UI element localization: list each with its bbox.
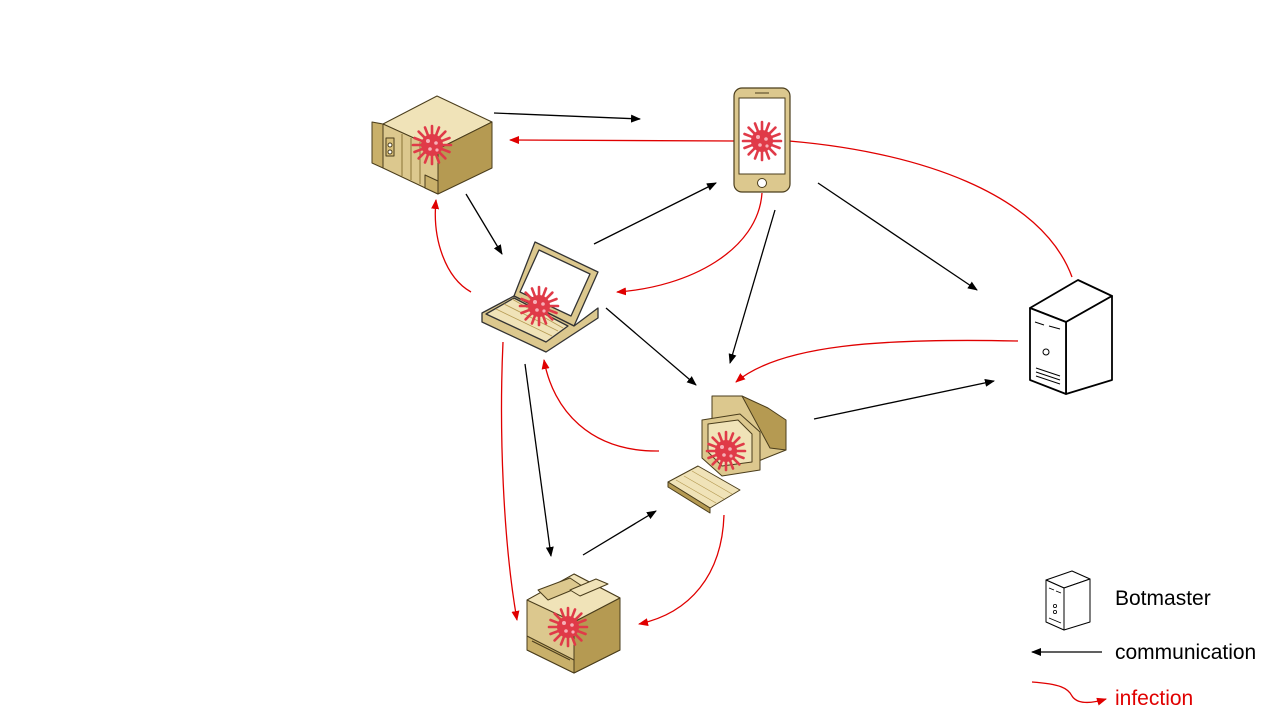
edge-laptop-to-smartphone: [593, 182, 717, 245]
tower-server-icon: [1029, 279, 1113, 395]
virus-icon: [547, 606, 589, 648]
rack-server-icon: [371, 95, 493, 195]
legend: [1031, 570, 1107, 706]
legend-communication-label: communication: [1115, 641, 1257, 664]
laptop-node: [481, 241, 599, 353]
infection-desktop-to-laptop: [541, 359, 660, 452]
infection-botmaster-to-desktop: [735, 339, 1019, 383]
edge-desktop-to-botmaster: [813, 378, 995, 420]
legend-infection-label: infection: [1115, 687, 1194, 710]
smartphone-node: [733, 87, 791, 193]
edge-smartphone-to-desktop: [728, 209, 776, 364]
infection-laptop-to-rack-server: [431, 199, 472, 293]
infection-edges: [431, 136, 1073, 627]
edge-rack-server-to-smartphone: [493, 112, 641, 123]
infection-desktop-to-printer: [638, 514, 725, 627]
desktop-pc-node: [667, 395, 787, 514]
rack-server-node: [371, 95, 493, 195]
virus-icon: [741, 120, 783, 162]
virus-icon: [411, 124, 453, 166]
edge-printer-to-desktop: [582, 510, 657, 556]
edge-laptop-to-desktop: [605, 307, 697, 386]
virus-icon: [518, 285, 560, 327]
legend-infection-arrow: [1031, 681, 1107, 706]
infection-smartphone-to-laptop: [616, 192, 763, 296]
legend-botmaster-label: Botmaster: [1115, 587, 1211, 610]
infection-laptop-to-printer: [500, 341, 520, 621]
infection-botmaster-to-smartphone: [775, 136, 1073, 278]
edge-laptop-to-printer: [524, 363, 554, 557]
communication-edges: [465, 112, 995, 557]
virus-icon: [705, 430, 747, 472]
legend-botmaster-icon: [1045, 570, 1091, 631]
edge-smartphone-to-botmaster: [817, 182, 978, 291]
edge-rack-server-to-laptop: [465, 193, 503, 255]
printer-node: [526, 573, 621, 674]
infection-smartphone-to-rack-server: [509, 136, 736, 145]
botmaster-node: [1029, 279, 1113, 395]
